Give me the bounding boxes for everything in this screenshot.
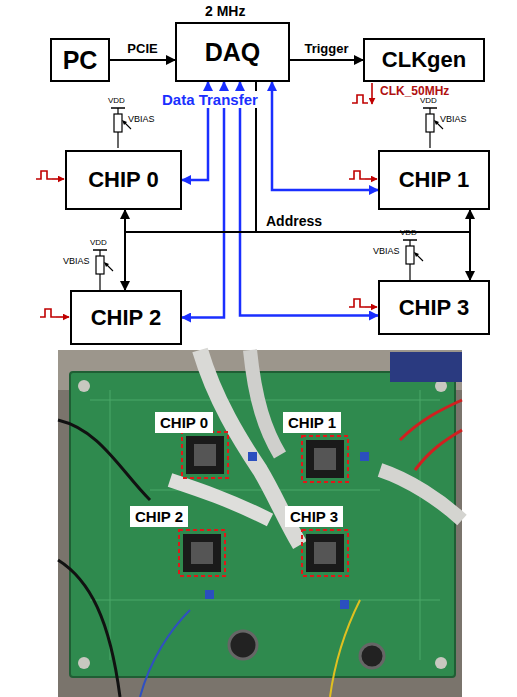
chip-die xyxy=(194,444,216,466)
node-text: CHIP 1 xyxy=(399,167,470,193)
clock-wire xyxy=(371,83,373,104)
node-text: CHIP 2 xyxy=(91,305,162,331)
wire xyxy=(58,560,120,697)
wire xyxy=(330,600,360,697)
block-box: CHIP 0 xyxy=(65,150,182,210)
clock-pulse-symbol xyxy=(349,299,365,307)
chip-die xyxy=(314,542,336,564)
block-box: CHIP 1 xyxy=(378,150,490,210)
pin-name: VDD xyxy=(420,96,437,105)
connector xyxy=(272,82,378,190)
connector xyxy=(110,59,175,61)
wire xyxy=(58,420,150,500)
potentiometer xyxy=(248,452,257,461)
ribbon-cable xyxy=(380,470,462,520)
chip-socket xyxy=(183,534,221,572)
bias-resistor-symbol xyxy=(403,240,423,280)
frequency-label: 2 MHz xyxy=(205,3,245,19)
chip-die xyxy=(191,542,213,564)
clock-pulse-symbol xyxy=(352,95,368,103)
potentiometer xyxy=(360,452,369,461)
chip-socket xyxy=(186,436,224,474)
chip-socket xyxy=(306,440,344,478)
pin-name: VBIAS xyxy=(63,256,90,266)
edge-label: PCIE xyxy=(127,41,157,56)
edge-label: Trigger xyxy=(304,41,348,56)
node-text: CHIP 0 xyxy=(88,167,159,193)
potentiometer xyxy=(340,600,349,609)
photo-callout: CHIP 2 xyxy=(130,506,188,527)
pin-name: VDD xyxy=(400,228,417,237)
block-box: CHIP 2 xyxy=(70,290,182,345)
chip-die xyxy=(314,448,336,470)
connector xyxy=(182,82,224,318)
pin-name: VDD xyxy=(90,238,107,247)
bus-label: Data Transfer xyxy=(160,91,260,108)
pin-name: VBIAS xyxy=(440,114,467,124)
bnc-connector xyxy=(229,631,257,659)
pin-name: VDD xyxy=(108,96,125,105)
photo-callout: CHIP 1 xyxy=(283,412,341,433)
node-text: CHIP 3 xyxy=(399,295,470,321)
photo-callout: CHIP 3 xyxy=(285,506,343,527)
bus-label: Address xyxy=(266,213,322,229)
connector xyxy=(240,82,378,316)
connector xyxy=(290,59,363,61)
clock-wire xyxy=(365,178,377,180)
node-text: PC xyxy=(63,46,98,75)
clock-wire xyxy=(56,316,69,318)
photo-background-object xyxy=(390,352,462,382)
ribbon-cable xyxy=(250,350,280,455)
block-box: DAQ xyxy=(175,22,290,82)
wire xyxy=(140,610,190,697)
connector xyxy=(256,82,470,280)
clock-pulse-symbol xyxy=(36,171,52,179)
block-box: PC xyxy=(50,38,110,82)
photo-background xyxy=(58,350,462,697)
probe-wire xyxy=(415,430,462,470)
photo-callout: CHIP 0 xyxy=(155,412,213,433)
screw-hole xyxy=(78,380,90,392)
screw-hole xyxy=(435,657,447,669)
chip-socket xyxy=(306,534,344,572)
potentiometer xyxy=(205,590,214,599)
block-box: CHIP 3 xyxy=(378,280,490,335)
clock-pulse-symbol xyxy=(349,171,365,179)
signal-name: CLK_50MHz xyxy=(380,84,449,98)
node-text: DAQ xyxy=(205,38,261,67)
bias-resistor-symbol xyxy=(93,250,113,290)
highlight-box xyxy=(302,436,348,482)
highlight-box xyxy=(182,432,228,478)
block-box: CLKgen xyxy=(363,38,485,82)
screw-hole xyxy=(78,657,90,669)
bnc-connector xyxy=(360,644,384,668)
clock-wire xyxy=(52,178,64,180)
clock-wire xyxy=(365,306,377,308)
node-text: CLKgen xyxy=(382,47,466,73)
clock-pulse-symbol xyxy=(40,309,56,317)
highlight-box xyxy=(302,530,348,576)
highlight-box xyxy=(179,530,225,576)
pin-name: VBIAS xyxy=(373,246,400,256)
pin-name: VBIAS xyxy=(128,114,155,124)
